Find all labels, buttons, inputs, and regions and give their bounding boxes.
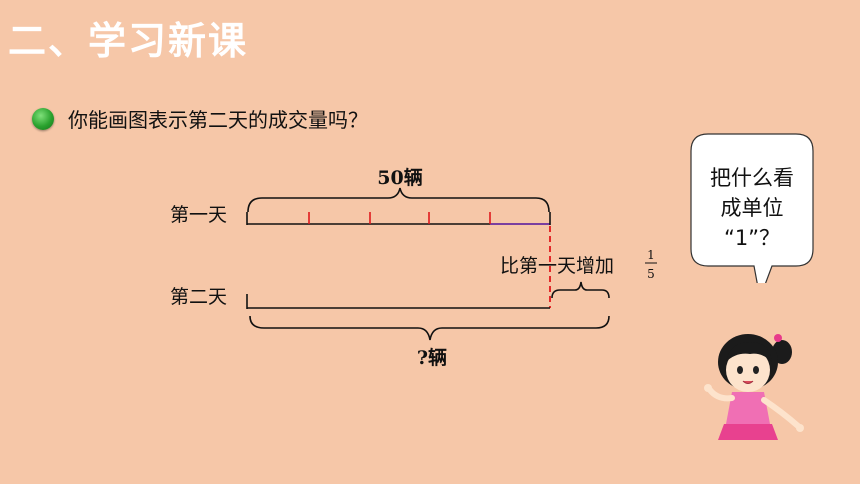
green-bullet-icon <box>32 107 54 130</box>
cartoon-girl-icon <box>704 334 804 440</box>
day1-total-brace <box>247 187 550 213</box>
fraction-numerator: 1 <box>647 248 655 262</box>
bubble-line-1: 把什么看 <box>710 166 794 190</box>
day1-label: 第一天 <box>170 204 227 226</box>
fraction-denominator: 5 <box>647 267 655 281</box>
page-title: 二、学习新课 <box>8 19 249 63</box>
increase-label: 比第一天增加 <box>500 255 614 277</box>
speech-bubble <box>690 133 814 283</box>
day2-label: 第二天 <box>170 286 227 308</box>
question-row: 你能画图表示第二天的成交量吗？ <box>32 104 368 133</box>
day1-total-label: 50辆 <box>377 166 422 189</box>
question-text: 你能画图表示第二天的成交量吗？ <box>68 108 368 132</box>
bubble-line-3: “1”？ <box>723 226 781 250</box>
day2-total-label: ?辆 <box>417 346 447 369</box>
speech-bubble-text: 把什么看 成单位 “1”？ <box>690 163 814 253</box>
increase-brace <box>551 281 610 299</box>
day2-total-brace <box>249 315 610 341</box>
bubble-line-2: 成单位 <box>720 196 784 220</box>
